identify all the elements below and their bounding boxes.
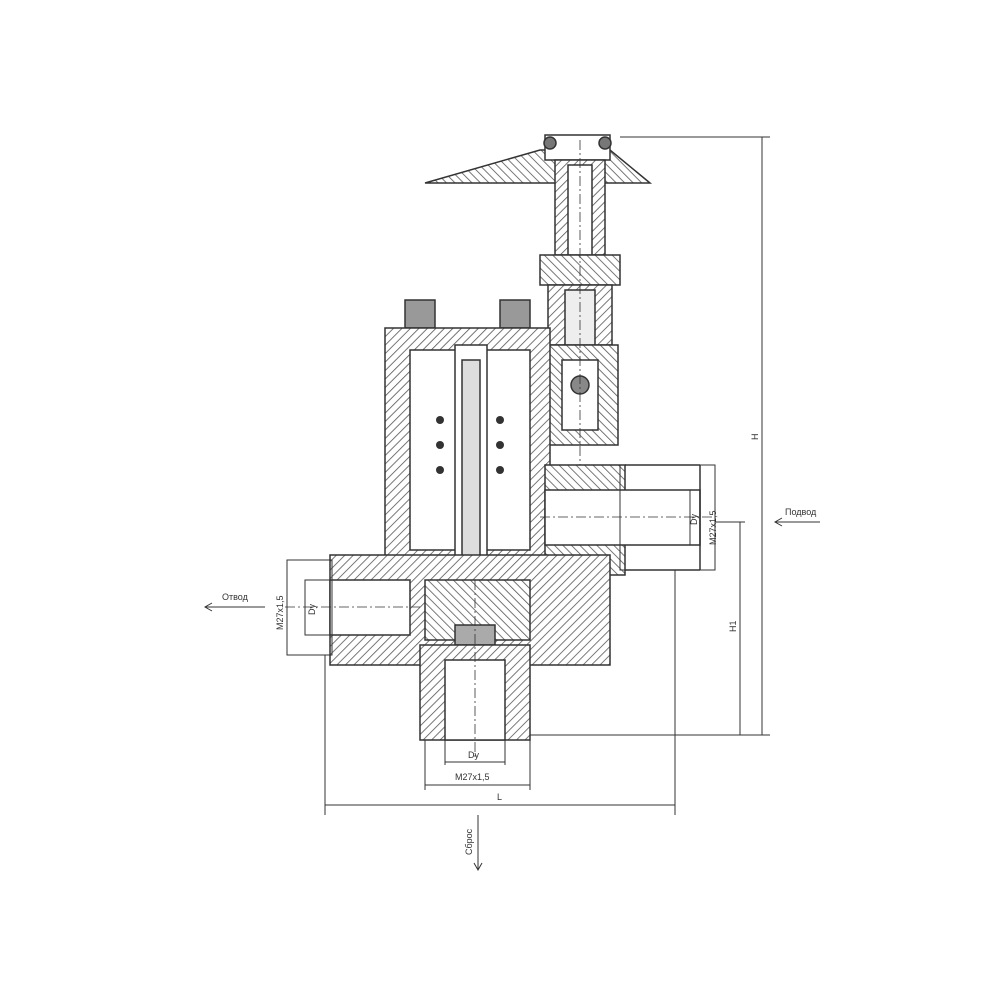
handwheel (424, 134, 653, 184)
bonnet-bolts (404, 299, 531, 329)
outlet-label: Отвод (222, 592, 249, 602)
height-h-label: H (750, 434, 760, 441)
height-h1-label: H1 (728, 620, 738, 632)
thread-left-label: M27x1,5 (275, 595, 285, 630)
drain-label: Сброс (464, 828, 474, 855)
dy-left-label: Dy (307, 604, 317, 615)
dimension-lines (203, 136, 820, 872)
dy-bottom-label: Dy (468, 750, 479, 760)
dy-right-label: Dy (689, 514, 699, 525)
length-l-label: L (497, 792, 502, 802)
stem-housing (539, 140, 621, 470)
valve-body (285, 327, 715, 760)
thread-right-label: M27x1,5 (708, 510, 718, 545)
thread-bottom-label: M27x1,5 (455, 772, 490, 782)
inlet-label: Подвод (785, 507, 817, 517)
